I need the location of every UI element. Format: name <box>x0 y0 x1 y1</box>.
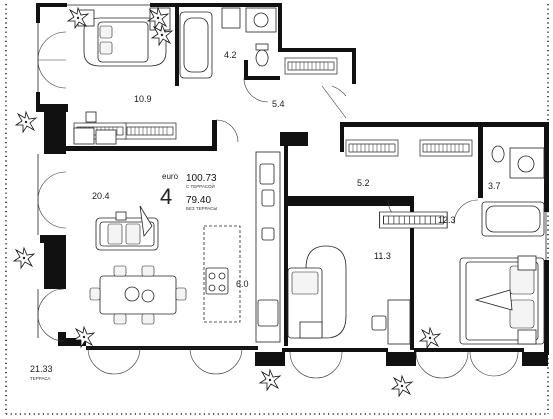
terrace-railing <box>5 4 549 415</box>
walls <box>36 3 549 366</box>
total-area: 100.73 <box>186 173 217 184</box>
living-furniture <box>73 205 187 348</box>
net-area: 79.40 <box>186 195 211 206</box>
doors <box>37 31 519 379</box>
bedroom-master-furniture <box>459 255 545 345</box>
room-area-bath-right: 3.7 <box>488 181 501 191</box>
bath-top-fixtures <box>179 7 277 79</box>
room-area-terrace: 21.33 <box>30 364 53 374</box>
room-area-bedroom-top: 10.9 <box>134 94 152 104</box>
kitchen-furniture <box>203 151 281 343</box>
total-area-caption: С ТЕРРАСОЙ <box>186 182 215 189</box>
bedroom-top-furniture <box>67 7 171 145</box>
room-area-kitchen: 6.0 <box>236 279 249 289</box>
apartment-info: euro 4 100.73 С ТЕРРАСОЙ 79.40 БЕЗ ТЕРРА… <box>160 172 217 211</box>
room-area-bedroom-master: 12.3 <box>438 215 456 225</box>
bedroom-mid-furniture <box>287 245 411 345</box>
room-area-bedroom-mid: 11.3 <box>374 251 391 261</box>
room-area-hall: 5.4 <box>272 99 285 109</box>
euro-label: euro <box>162 172 179 181</box>
rooms-count: 4 <box>160 184 172 209</box>
room-area-bath-top: 4.2 <box>224 50 237 60</box>
terrace-caption: ТЕРРАСА <box>30 376 51 381</box>
bath-right-fixtures <box>481 145 545 237</box>
room-area-living: 20.4 <box>92 191 110 201</box>
room-area-corridor: 5.2 <box>357 178 370 188</box>
net-area-caption: БЕЗ ТЕРРАСЫ <box>186 206 217 211</box>
room-labels: 4.2 10.9 5.4 5.2 3.7 20.4 6.0 11.3 12.3 … <box>30 50 501 381</box>
